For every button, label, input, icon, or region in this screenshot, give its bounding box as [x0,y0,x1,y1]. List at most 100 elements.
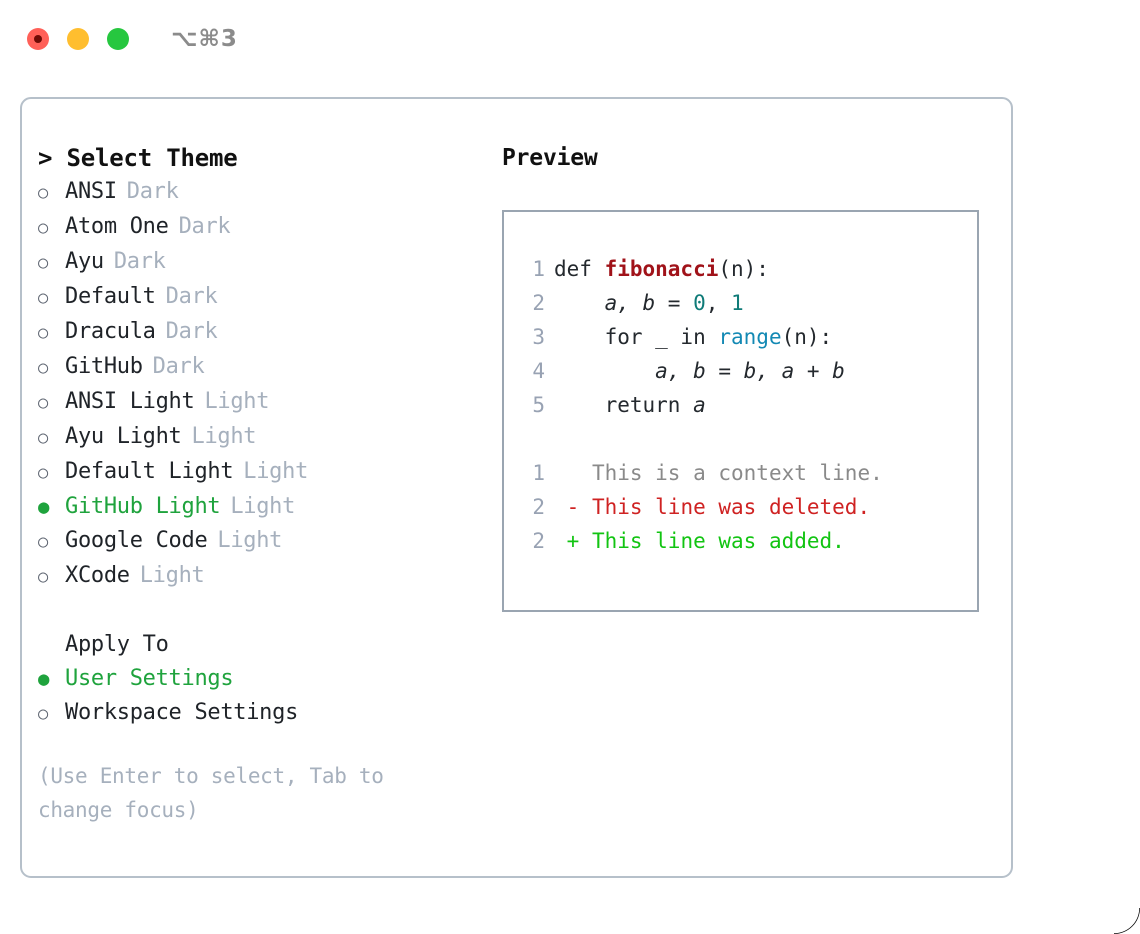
theme-option-label: Atom One [65,214,169,239]
code-line-number: 2 [532,291,545,315]
theme-option-label: GitHub [65,354,143,379]
theme-option-label: Ayu Light [65,424,182,449]
traffic-lights [27,28,129,50]
theme-option-category: Light [243,459,309,484]
radio-unselected-icon: ○ [38,253,49,273]
theme-option-category: Light [204,389,270,414]
theme-option-label: XCode [65,563,130,588]
code-line: 2 a, b = 0, 1 [519,286,977,320]
theme-option-label: Ayu [65,249,104,274]
diff-line-deleted: 2 - This line was deleted. [519,490,977,524]
theme-option-ayu[interactable]: ○ Ayu Dark [38,245,508,280]
theme-option-category: Dark [165,319,218,344]
theme-option-category: Light [230,494,296,519]
code-line-content: return a [554,388,706,422]
apply-to-option-user-settings[interactable]: ●User Settings [38,662,508,696]
code-token-plain: def [554,257,605,281]
apply-to-label: Apply To [65,632,169,657]
code-token-plain: = [655,291,694,315]
diff-line-number: 2 [532,495,545,519]
theme-option-category: Dark [126,179,179,204]
radio-unselected-icon: ○ [38,323,49,343]
diff-line-content: + This line was added. [554,524,845,558]
apply-to-option-label: Workspace Settings [65,700,299,725]
code-line-number: 3 [532,325,545,349]
diff-line-text: This line was added. [591,529,845,553]
radio-unselected-icon: ○ [38,704,49,724]
diff-marker: + [554,529,592,553]
theme-option-label: Google Code [65,528,208,553]
radio-unselected-icon: ○ [38,183,49,203]
page-corner-mask [1114,908,1140,934]
radio-unselected-icon: ○ [38,358,49,378]
diff-line-number: 1 [532,461,545,485]
theme-option-label: ANSI [65,179,117,204]
code-line: 4 a, b = b, a + b [519,354,977,388]
maximize-window-icon[interactable] [107,28,129,50]
minimize-window-icon[interactable] [67,28,89,50]
diff-line-content: - This line was deleted. [554,490,870,524]
code-token-ital: a, b [604,291,656,315]
list-spacer [38,594,508,628]
code-token-num: 0 [693,291,706,315]
theme-option-category: Dark [113,249,166,274]
diff-line-text: This is a context line. [591,461,883,485]
title-bar: ⌥⌘3 [0,0,1140,78]
radio-unselected-icon: ○ [38,428,49,448]
theme-option-ansi[interactable]: ○ ANSI Dark [38,175,508,210]
theme-option-category: Dark [178,214,231,239]
select-theme-header: > Select Theme [38,144,238,172]
code-token-plain: (n): [781,325,833,349]
theme-option-ayu-light[interactable]: ○ Ayu Light Light [38,420,508,455]
theme-option-category: Light [217,528,283,553]
radio-unselected-icon: ○ [38,288,49,308]
code-line-content: def fibonacci(n): [554,252,769,286]
code-line-content: for _ in range(n): [554,320,833,354]
apply-to-option-workspace-settings[interactable]: ○ Workspace Settings [38,696,508,731]
preview-header: Preview [502,145,598,171]
theme-option-label: Dracula [65,319,156,344]
code-line-number: 5 [532,393,545,417]
diff-sample: 1 This is a context line. 2 - This line w… [519,456,977,558]
theme-option-category: Dark [165,284,218,309]
code-line-number: 1 [532,257,545,281]
theme-option-default-light[interactable]: ○ Default Light Light [38,455,508,490]
apply-to-list: ●User Settings ○ Workspace Settings [38,662,508,731]
theme-option-label: ANSI Light [65,389,195,414]
theme-option-dracula[interactable]: ○ Dracula Dark [38,315,508,350]
theme-option-label: Default Light [65,459,234,484]
code-token-plain [554,291,605,315]
radio-unselected-icon: ○ [38,567,49,587]
diff-marker [554,461,592,485]
theme-option-default[interactable]: ○ Default Dark [38,280,508,315]
close-window-icon[interactable] [27,28,49,50]
diff-line-text: This line was deleted. [591,495,871,519]
code-token-ital: a, b [655,359,706,383]
code-token-builtin: range [718,325,782,349]
theme-option-ansi-light[interactable]: ○ ANSI Light Light [38,385,508,420]
radio-unselected-icon: ○ [38,463,49,483]
code-token-ital: b, a + b [743,359,845,383]
radio-unselected-icon: ○ [38,393,49,413]
code-line-content: a, b = b, a + b [554,354,845,388]
code-token-num: 1 [731,291,744,315]
code-line-content: a, b = 0, 1 [554,286,744,320]
code-token-plain [554,359,655,383]
code-token-ital: a [693,393,706,417]
theme-option-category: Light [191,424,257,449]
code-token-plain: (n): [718,257,769,281]
theme-option-label: Default [65,284,156,309]
code-token-func: fibonacci [604,257,719,281]
